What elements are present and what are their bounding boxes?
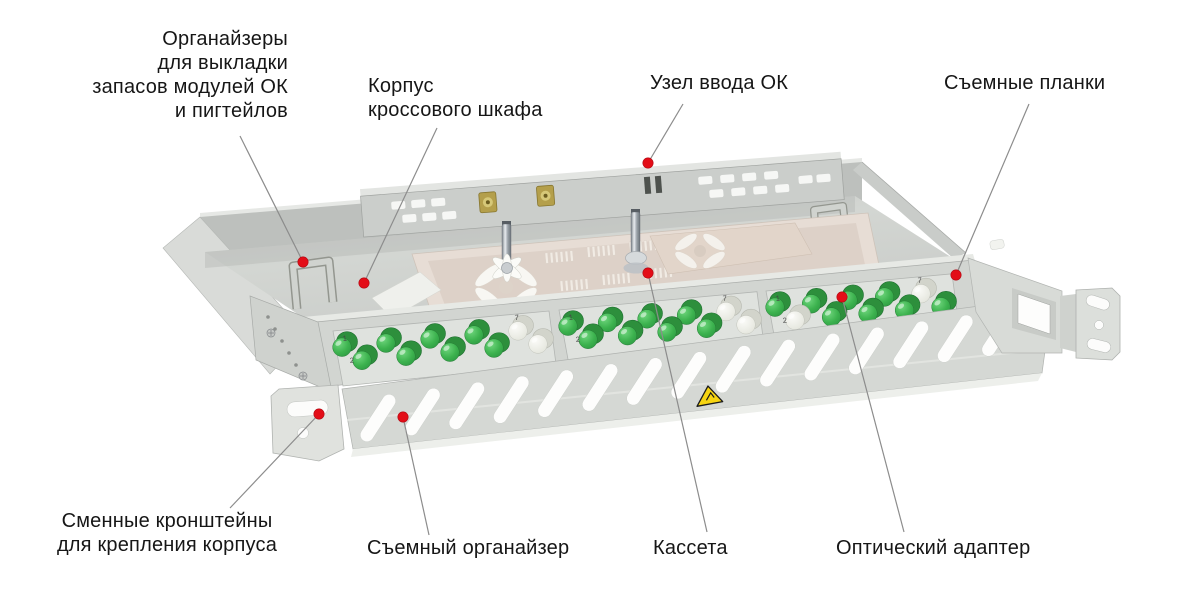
adapter-cap — [578, 329, 598, 349]
screw — [266, 328, 276, 338]
adapter-cap — [657, 322, 677, 342]
adapter-highlight — [531, 337, 538, 343]
organizer-slot — [448, 381, 485, 430]
label-cross-cabinet-case: Корпус кроссового шкафа — [368, 75, 543, 121]
organizer-slot — [537, 369, 574, 418]
plastic-clip — [989, 239, 1005, 250]
rail-top-lip — [359, 151, 842, 198]
label-removable-strips: Съемные планки — [944, 72, 1106, 94]
rail-slot — [643, 176, 652, 195]
stock-organizer-loop-left — [288, 256, 338, 310]
adapter-highlight — [355, 353, 362, 360]
adapter-cap — [440, 342, 460, 362]
adapter-highlight — [561, 319, 568, 325]
port-digit: 7 — [514, 313, 519, 322]
cutout-hole — [1017, 293, 1051, 335]
adapter-highlight — [443, 345, 450, 351]
rail-slot — [654, 175, 663, 194]
mounting-stud-right — [623, 209, 649, 274]
adapter-highlight — [877, 290, 885, 296]
adapter-cap — [696, 318, 717, 338]
adapter-highlight — [467, 328, 474, 334]
side-panel-right — [967, 257, 1076, 354]
organizer-slot — [493, 375, 530, 424]
adapter-cap — [396, 346, 416, 366]
label-mounting-brackets: Сменные кронштейны для крепления корпуса — [56, 510, 278, 556]
removable-strip-1: 1 2 7 — [332, 310, 557, 387]
bracket-slot-hole — [286, 399, 329, 418]
organizer-slot — [715, 345, 752, 394]
organizer-slot — [759, 339, 796, 388]
comb-cluster — [586, 244, 616, 258]
adapter-cap — [617, 326, 638, 346]
adapter-highlight — [620, 329, 628, 335]
chassis-right-wall — [853, 162, 966, 259]
adapter-highlight — [739, 318, 746, 324]
adapter-highlight — [788, 313, 795, 320]
removable-strip-2: 1 2 7 — [558, 291, 765, 366]
bracket-slot-hole — [1086, 338, 1111, 353]
comb-cluster — [601, 272, 631, 286]
adapter-cap — [352, 350, 372, 370]
port-digit: 1 — [568, 313, 573, 322]
organizer-slots — [360, 308, 1018, 442]
bracket-round-hole — [1094, 320, 1104, 330]
screw — [298, 371, 308, 381]
port-digit: 1 — [342, 334, 347, 343]
port-digit: 2 — [782, 316, 787, 325]
label-cassette: Кассета — [653, 537, 728, 559]
adapter-highlight — [335, 340, 342, 346]
cage-nut-clip — [478, 191, 498, 214]
bracket-slot-hole — [1085, 294, 1110, 311]
port-digit: 2 — [575, 335, 580, 344]
adapter-highlight — [600, 315, 608, 322]
panel-step — [1060, 294, 1076, 352]
adapter-cap — [821, 307, 842, 327]
mounting-bracket-left — [270, 384, 345, 462]
adapter-highlight — [399, 349, 406, 355]
adapter-highlight — [804, 297, 812, 303]
bracket-round-hole — [297, 427, 309, 439]
label-cable-entry-unit: Узел ввода ОК — [650, 72, 789, 94]
organizer-slot — [582, 363, 618, 412]
adapter-cap — [376, 333, 396, 353]
adapter-cap — [464, 325, 484, 345]
adapter-cap — [508, 321, 528, 341]
label-stock-organizers: Органайзеры для выкладки запасов модулей… — [92, 28, 288, 122]
mounting-stud-left — [492, 221, 522, 283]
comb-cluster — [559, 278, 589, 292]
organizer-slot — [937, 314, 974, 363]
front-panel-top-rail — [303, 254, 975, 324]
adapter-highlight — [379, 336, 386, 342]
spool-right — [674, 233, 726, 269]
adapter-highlight — [511, 324, 518, 330]
port-digit: 7 — [917, 276, 922, 285]
cage-nut-clip — [536, 184, 556, 207]
adapter-cap — [528, 334, 548, 354]
adapter-cap — [484, 338, 504, 358]
adapter-highlight — [934, 300, 941, 306]
adapter-highlight — [487, 341, 494, 347]
adapter-highlight — [423, 332, 430, 338]
adapter-cap — [420, 329, 440, 349]
adapter-highlight — [581, 332, 588, 339]
adapter-highlight — [914, 287, 921, 293]
adapter-highlight — [640, 312, 647, 318]
label-optical-adapter: Оптический адаптер — [836, 537, 1031, 559]
adapter-cap — [785, 310, 805, 330]
adapter-highlight — [824, 310, 832, 316]
mounting-bracket-right — [1075, 287, 1121, 361]
organizer-slot — [360, 394, 396, 442]
organizer-slot — [804, 333, 840, 381]
adapter-highlight — [719, 304, 726, 311]
port-digit: 1 — [775, 294, 780, 303]
adapter-highlight — [768, 300, 775, 306]
adapter-cap — [736, 315, 756, 335]
right-wall-edge — [861, 161, 967, 254]
port-digit: 7 — [722, 293, 727, 302]
comb-cluster — [544, 250, 574, 264]
label-removable-organizer: Съемный органайзер — [367, 537, 570, 559]
port-digit: 2 — [349, 356, 354, 365]
